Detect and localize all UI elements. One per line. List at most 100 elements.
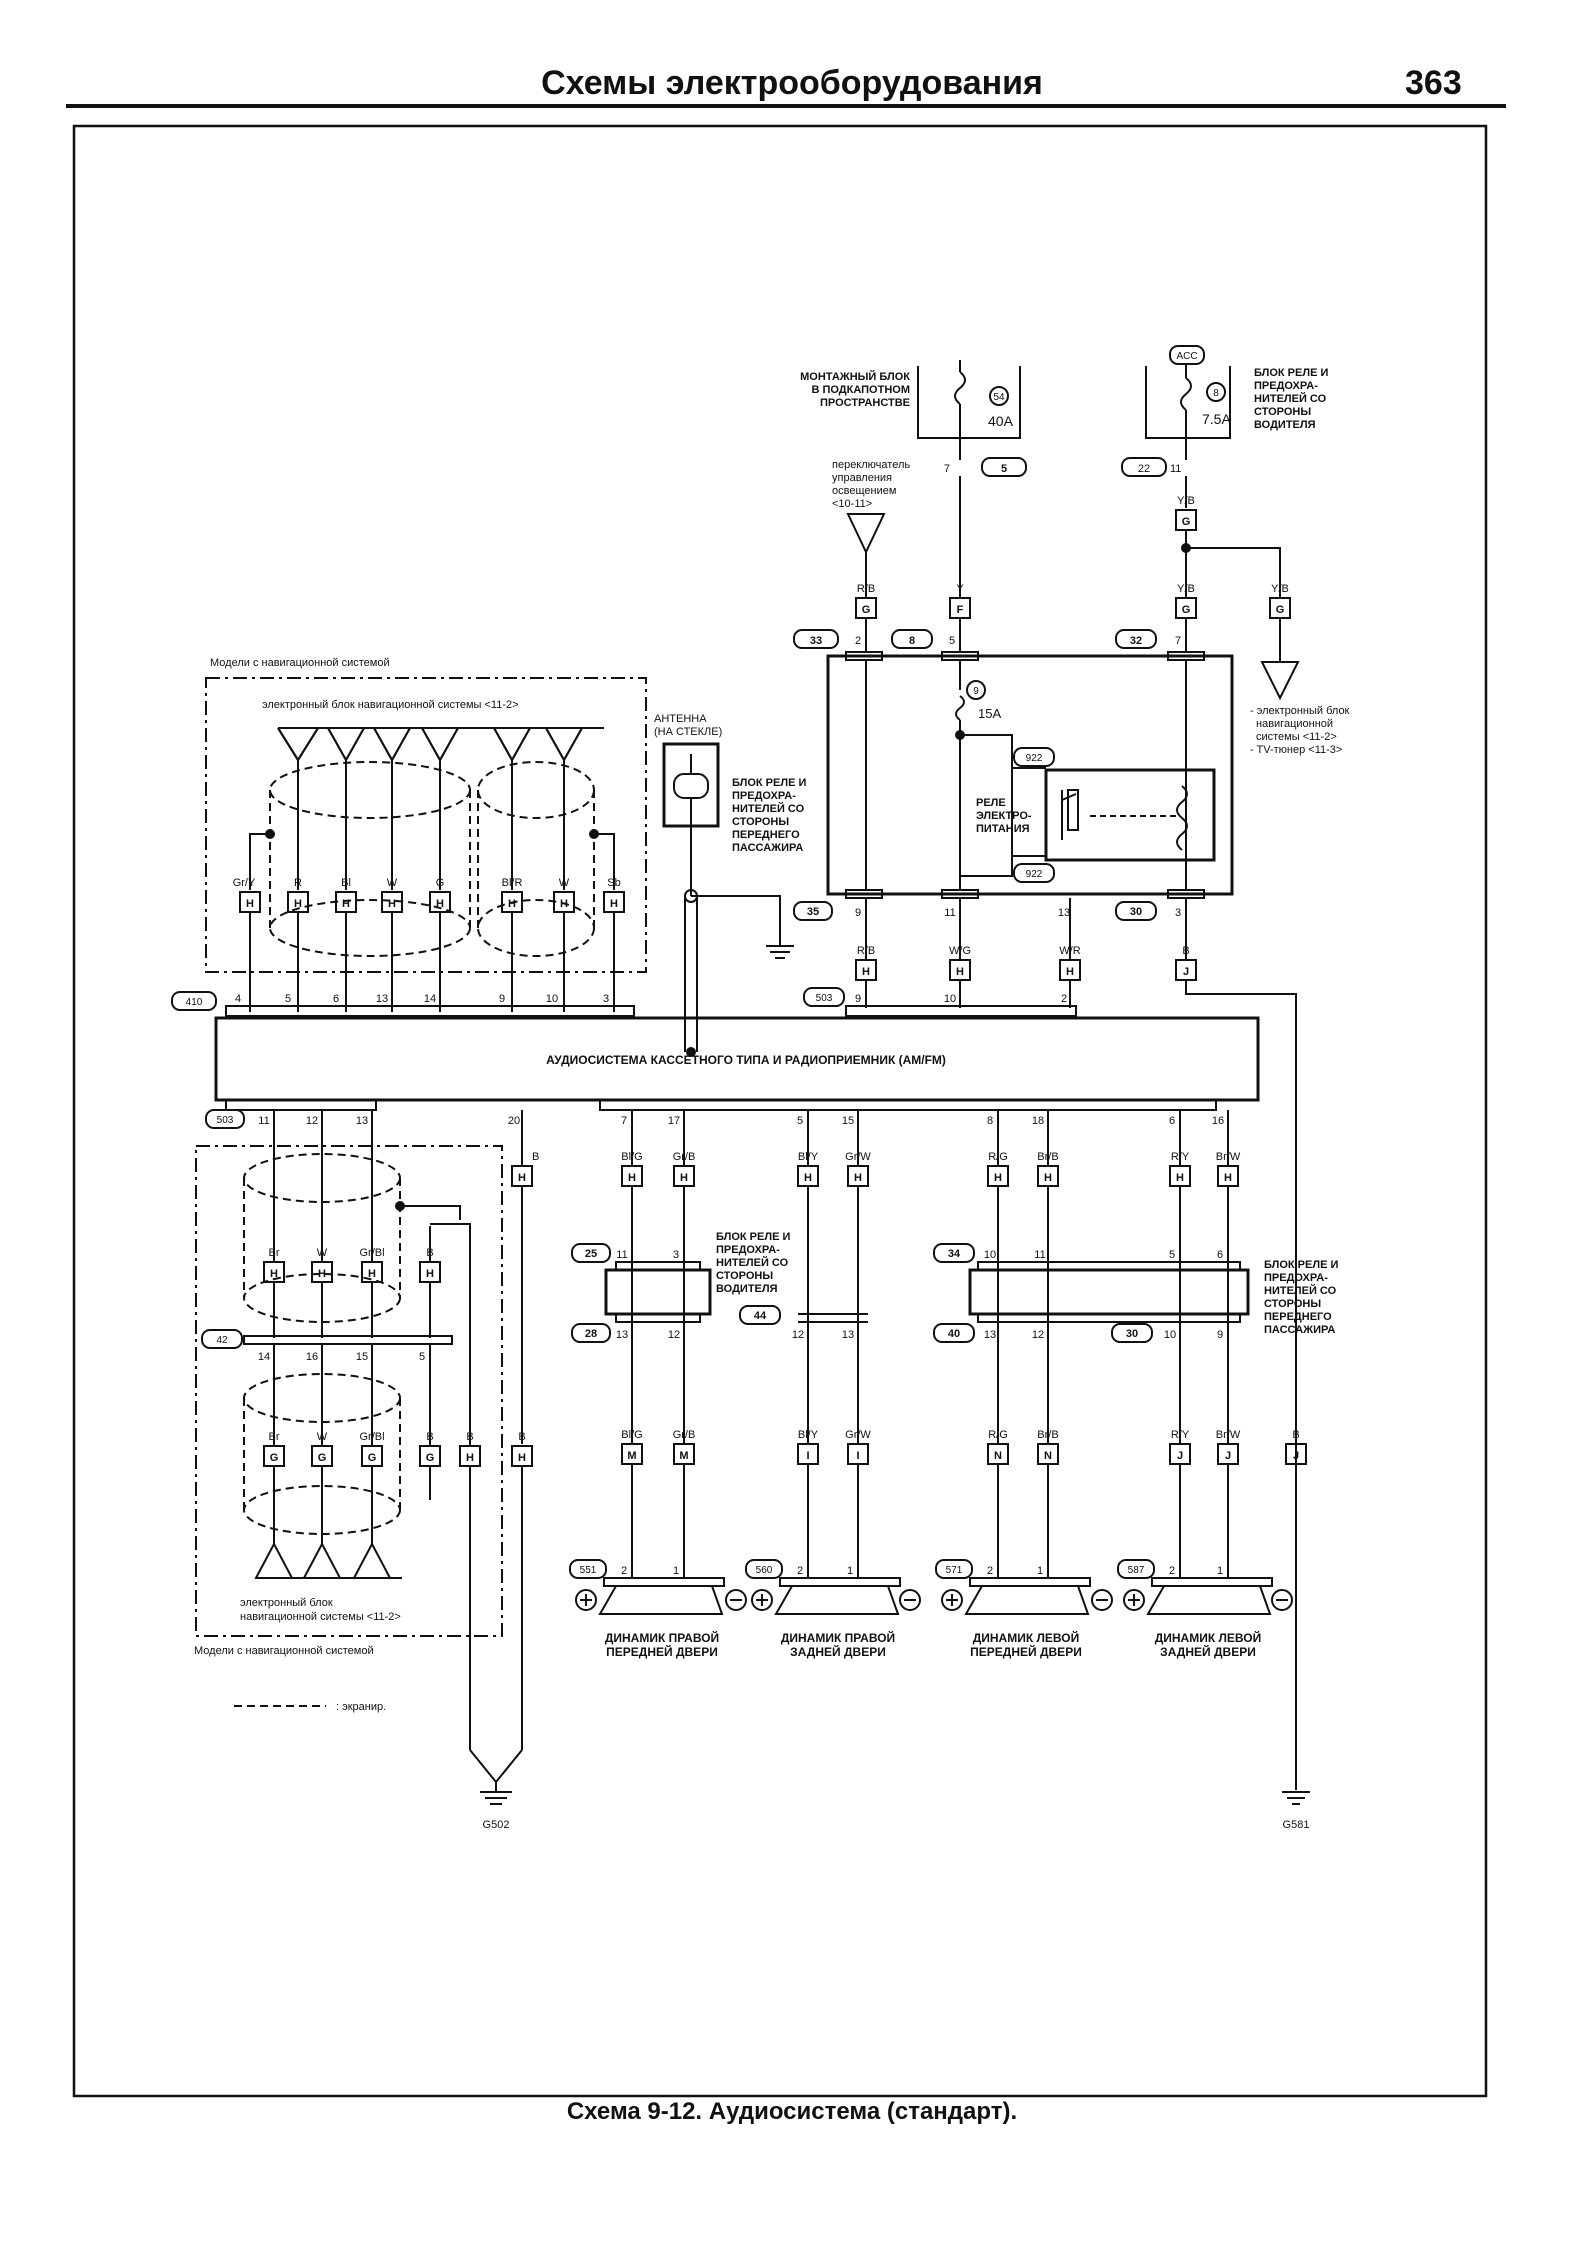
wire-b-mid: B	[1182, 945, 1189, 957]
nav-wire-0: Gr/Y	[233, 877, 256, 889]
spk1-label-2: ЗАДНЕЙ ДВЕРИ	[790, 1644, 886, 1659]
nav-unit-label-upper: электронный блок навигационной системы <…	[262, 699, 519, 711]
pass-box-label-5: ПЕРЕДНЕГО	[732, 829, 800, 841]
nav-conn-3: H	[388, 898, 396, 910]
door-conn-top-0: H	[628, 1172, 636, 1184]
drv-pin-12b: 12	[792, 1329, 804, 1341]
lower-wire-b-5: B	[518, 1431, 525, 1443]
relay-pin-11: 11	[944, 907, 955, 919]
nav-pin-1: 5	[285, 993, 291, 1005]
relay-label-1: РЕЛЕ	[976, 797, 1006, 809]
drv-box-label-3: НИТЕЛЕЙ СО	[716, 1256, 789, 1269]
lower-wire-b-2: Gr/Bl	[359, 1431, 384, 1443]
lower-conn-a-1: H	[318, 1268, 326, 1280]
nav-conn-6: H	[560, 898, 568, 910]
audio-pin-2: 13	[356, 1115, 368, 1127]
spk0-pin2: 2	[621, 1565, 627, 1577]
door-conn-bot-3: I	[856, 1450, 859, 1462]
spk0-pin1: 1	[673, 1565, 679, 1577]
driver-conn-22: 22	[1138, 463, 1150, 475]
pas-box-label-2: ПРЕДОХРА-	[1264, 1272, 1328, 1284]
pas-box-label-5: ПЕРЕДНЕГО	[1264, 1311, 1332, 1323]
nav-target-arrow	[1260, 661, 1300, 701]
light-switch-arrow	[846, 513, 886, 555]
shield-legend: : экранир.	[336, 1701, 386, 1713]
wire-wr-mid: W/R	[1059, 945, 1080, 957]
engine-fuse-box	[917, 366, 1021, 439]
nav-pin-0: 4	[235, 993, 241, 1005]
relay-pin-5: 5	[949, 635, 955, 647]
door-conn-top-2: H	[804, 1172, 812, 1184]
antenna-label-1: АНТЕННА	[654, 713, 707, 725]
door-conn-top-5: H	[1044, 1172, 1052, 1184]
engine-box-label-2: В ПОДКАПОТНОМ	[811, 384, 910, 396]
door-conn-top-6: H	[1176, 1172, 1184, 1184]
door-conn-top-4: H	[994, 1172, 1002, 1184]
speaker-rear-left	[1117, 1559, 1293, 1615]
pass-box-label-2: ПРЕДОХРА-	[732, 790, 796, 802]
lower-conn-b-2: G	[368, 1452, 377, 1464]
lower-conn-a-0: H	[270, 1268, 278, 1280]
pas-pin-10b: 10	[1164, 1329, 1176, 1341]
fuse54-rating: 40A	[988, 413, 1014, 429]
lower-wire-a-1: W	[317, 1247, 328, 1259]
pass-box-label-4: СТОРОНЫ	[732, 816, 789, 828]
lower-conn-b-4: H	[466, 1452, 474, 1464]
figure-caption: Схема 9-12. Аудиосистема (стандарт).	[566, 2098, 1018, 2125]
drv-pin-3: 3	[673, 1249, 679, 1261]
lower-pin42-2: 15	[356, 1351, 368, 1363]
door-wire-top-3: Gr/W	[845, 1151, 871, 1163]
door-wire-top-2: Bl/Y	[798, 1151, 819, 1163]
drv-pin-11: 11	[616, 1249, 627, 1261]
door-conn-bot-5: N	[1044, 1450, 1052, 1462]
drv-conn-25: 25	[585, 1248, 597, 1260]
door-conn-bot-4: N	[994, 1450, 1002, 1462]
audio-pin-0: 11	[258, 1115, 269, 1127]
door-conn-bot-7: J	[1225, 1450, 1231, 1462]
lower-wire-b-3: B	[426, 1431, 433, 1443]
speaker-rear-right	[745, 1559, 921, 1615]
nav-pin-7: 3	[603, 993, 609, 1005]
drv-pin-12: 12	[668, 1329, 680, 1341]
lower-wire-b-0: Br	[269, 1431, 280, 1443]
pas-pin-10: 10	[984, 1249, 996, 1261]
nav-pin-4: 14	[424, 993, 436, 1005]
drv-conn-28: 28	[585, 1328, 597, 1340]
nav-conn-4: H	[436, 898, 444, 910]
audio-pin-5: 17	[668, 1115, 680, 1127]
door-wire-bot-3: Gr/W	[845, 1429, 871, 1441]
spk0-label-2: ПЕРЕДНЕЙ ДВЕРИ	[606, 1644, 718, 1659]
relay-conn-922-top: 922	[1026, 753, 1043, 764]
pas-pin-11: 11	[1034, 1249, 1045, 1261]
door-wire-top-7: Br/W	[1216, 1151, 1241, 1163]
nav-target-label-4: - TV-тюнер <11-3>	[1250, 744, 1342, 756]
header-rule	[66, 104, 1506, 108]
door-wire-bot-5: Br/B	[1037, 1429, 1058, 1441]
relay-conn-32: 32	[1130, 635, 1142, 647]
drv-box-label-1: БЛОК РЕЛЕ И	[716, 1231, 790, 1243]
ground-g581: G581	[1283, 1819, 1310, 1831]
door-wire-bot-4: R/G	[988, 1429, 1008, 1441]
spk2-conn: 571	[946, 1565, 963, 1576]
relay-pin-7: 7	[1175, 635, 1181, 647]
lower-wire-b-top: B	[532, 1151, 539, 1163]
door-conn-bot-8: J	[1293, 1450, 1299, 1462]
audio-pin-4: 7	[621, 1115, 627, 1127]
door-wire-top-6: R/Y	[1171, 1151, 1190, 1163]
spk1-pin2: 2	[797, 1565, 803, 1577]
engine-box-label-1: МОНТАЖНЫЙ БЛОК	[800, 370, 910, 383]
driver-fuse-box	[1145, 366, 1231, 439]
door-conn-bot-6: J	[1177, 1450, 1183, 1462]
relay-pin-13: 13	[1058, 907, 1070, 919]
conn-f-y: F	[957, 604, 964, 616]
nav-pin-6: 10	[546, 993, 558, 1005]
nav-wire-4: G	[436, 877, 445, 889]
nav-conn-7: H	[610, 898, 618, 910]
pas-pin-9: 9	[1217, 1329, 1223, 1341]
relay-conn-922-bottom: 922	[1026, 869, 1043, 880]
door-wire-top-5: Br/B	[1037, 1151, 1058, 1163]
drv-pin-13b: 13	[842, 1329, 854, 1341]
ground-g502: G502	[483, 1819, 510, 1831]
spk0-label-1: ДИНАМИК ПРАВОЙ	[605, 1630, 719, 1645]
